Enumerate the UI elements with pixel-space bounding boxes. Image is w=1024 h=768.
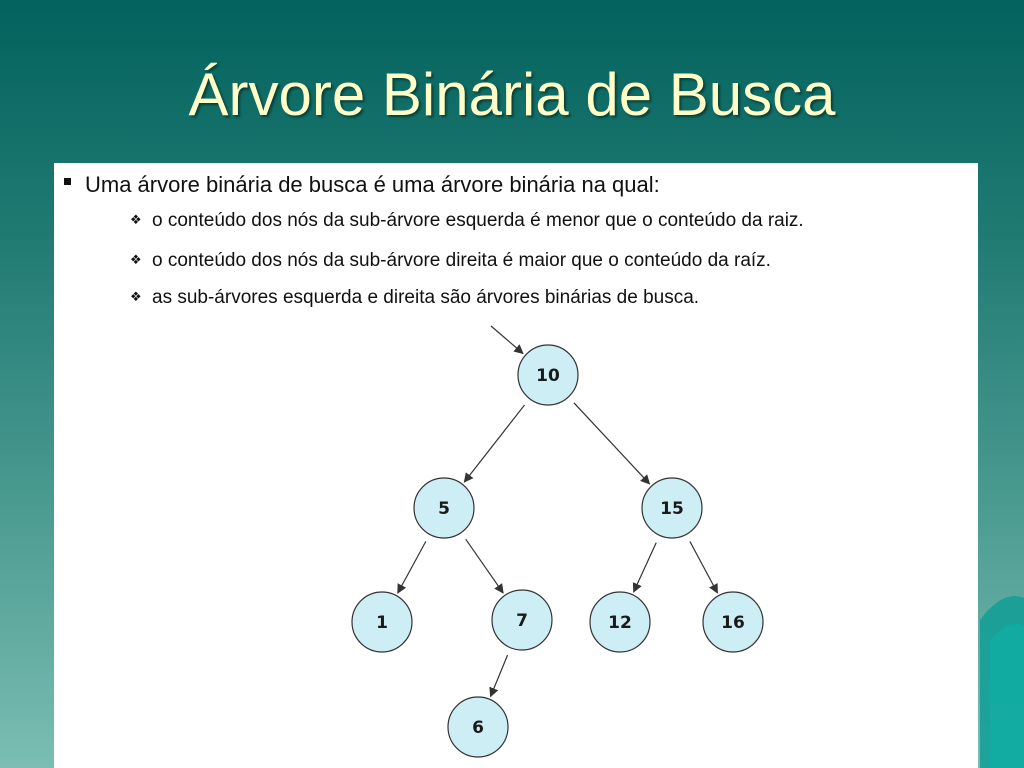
edge-n10-n5: [463, 404, 526, 483]
diamond-bullet-icon: ❖: [130, 289, 142, 304]
edge-n5-n1: [397, 541, 427, 594]
tree-node-6: 6: [447, 696, 509, 758]
node-label: 12: [608, 613, 632, 633]
node-label: 5: [438, 499, 450, 519]
node-circle: [517, 344, 579, 406]
slide-title: Árvore Binária de Busca: [188, 61, 836, 128]
edge-n15-n16: [689, 541, 718, 594]
node-label: 16: [721, 613, 745, 633]
main-bullet-text: Uma árvore binária de busca é uma árvore…: [85, 172, 660, 197]
diamond-bullet-icon: ❖: [130, 212, 142, 227]
node-circle: [447, 696, 509, 758]
edge-n5-n7: [465, 538, 504, 594]
tree-node-15: 15: [641, 477, 703, 539]
node-circle: [351, 591, 413, 653]
tree-node-12: 12: [589, 591, 651, 653]
node-label: 6: [472, 718, 484, 738]
sub-bullet-text: o conteúdo dos nós da sub-árvore direita…: [152, 250, 771, 271]
sub-bullet-text: o conteúdo dos nós da sub-árvore esquerd…: [152, 210, 804, 231]
tree-node-5: 5: [413, 477, 475, 539]
node-label: 1: [376, 613, 388, 633]
edge-n7-n6: [489, 654, 509, 698]
content-panel: Uma árvore binária de busca é uma árvore…: [54, 163, 978, 768]
sub-bullet-3: ❖ as sub-árvores esquerda e direita são á…: [130, 285, 699, 311]
sub-bullet-2: ❖ o conteúdo dos nós da sub-árvore direit…: [130, 248, 771, 274]
tree-node-1: 1: [351, 591, 413, 653]
sub-bullet-1: ❖ o conteúdo dos nós da sub-árvore esquer…: [130, 208, 804, 234]
tree-node-7: 7: [491, 589, 553, 651]
tree-node-10: 10: [517, 344, 579, 406]
node-circle: [702, 591, 764, 653]
node-label: 15: [660, 499, 684, 519]
edge-n15-n12: [632, 542, 657, 593]
main-bullet: Uma árvore binária de busca é uma árvore…: [64, 170, 660, 200]
node-circle: [413, 477, 475, 539]
diamond-bullet-icon: ❖: [130, 252, 142, 267]
binary-search-tree-diagram: 10 5 15 1 7 12 16 6: [351, 325, 764, 758]
node-circle: [491, 589, 553, 651]
node-circle: [589, 591, 651, 653]
sub-bullet-text: as sub-árvores esquerda e direita são ár…: [152, 287, 700, 308]
edge-n10-n15: [573, 402, 651, 485]
node-circle: [641, 477, 703, 539]
square-bullet-icon: [64, 178, 71, 185]
tree-node-16: 16: [702, 591, 764, 653]
node-label: 10: [536, 366, 560, 386]
node-label: 7: [516, 611, 528, 631]
edge-entry-n10: [490, 325, 524, 355]
